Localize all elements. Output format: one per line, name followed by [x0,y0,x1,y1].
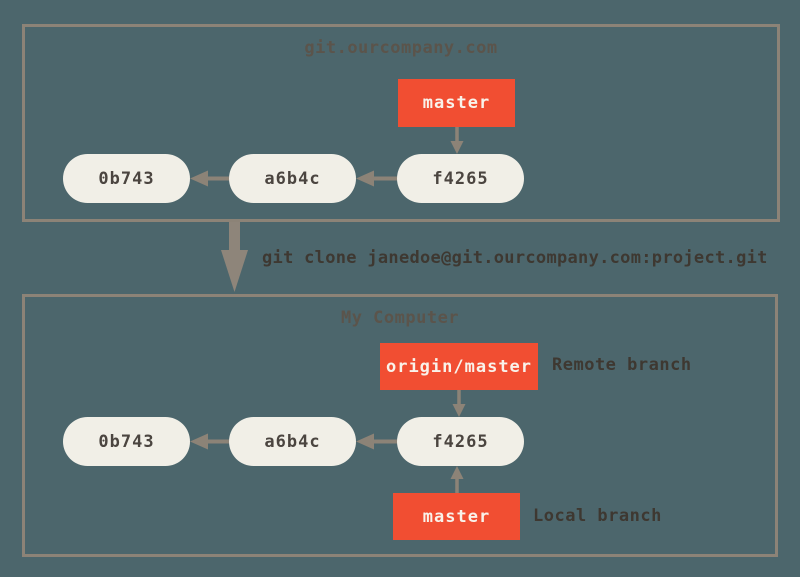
remote-commit-0b743: 0b743 [63,154,190,203]
commit-arrow-local-a6b4c-to-0b743 [190,433,229,450]
local-repo-title: My Computer [340,308,460,328]
local-master-branch-box: master [393,493,520,540]
clone-flow-arrow [221,222,248,292]
local-repo-box: My Computer origin/master Remote branch … [22,294,778,557]
local-commit-0b743: 0b743 [63,417,190,466]
local-commit-f4265: f4265 [397,417,524,466]
commit-arrow-remote-a6b4c-to-0b743 [190,170,229,187]
branch-pointer-origin-master [452,390,466,417]
remote-master-branch-box: master [398,79,515,127]
branch-pointer-remote-master [450,127,464,154]
branch-pointer-local-master [450,466,464,493]
remote-repo-title: git.ourcompany.com [304,38,498,58]
commit-arrow-remote-f4265-to-a6b4c [356,170,397,187]
remote-repo-box: git.ourcompany.com master 0b743 a6b4c f4… [22,24,780,222]
origin-master-branch-box: origin/master [380,343,538,390]
clone-command-label: git clone janedoe@git.ourcompany.com:pro… [262,248,768,268]
commit-arrow-local-f4265-to-a6b4c [356,433,397,450]
remote-commit-f4265: f4265 [397,154,524,203]
remote-commit-a6b4c: a6b4c [229,154,356,203]
local-commit-a6b4c: a6b4c [229,417,356,466]
local-branch-annotation: Local branch [533,506,662,526]
remote-branch-annotation: Remote branch [552,355,692,375]
